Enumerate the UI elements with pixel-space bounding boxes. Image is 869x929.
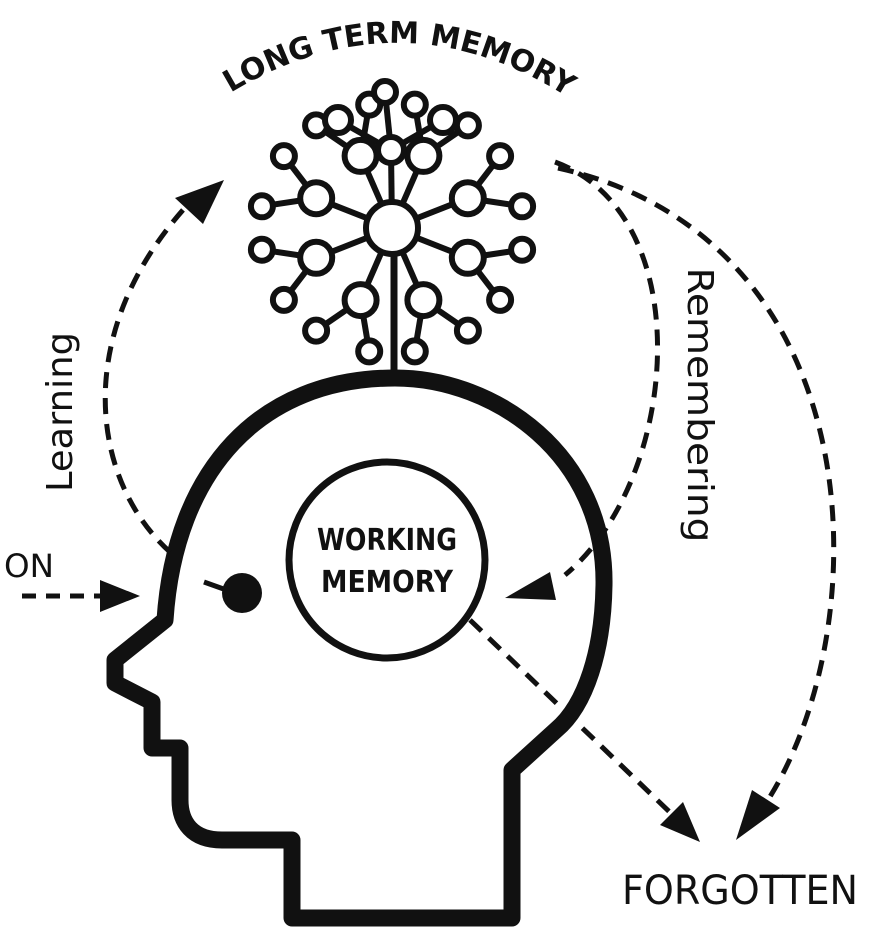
tree-branch-node	[452, 242, 484, 274]
learning-arrowhead	[175, 180, 224, 224]
remembering-label: Remembering	[679, 268, 720, 543]
tree-branch-node	[407, 140, 439, 172]
tree-leaf-node	[489, 145, 511, 167]
tree-leaf-node	[457, 114, 479, 136]
eye	[222, 573, 262, 613]
tree-branch-node	[345, 140, 377, 172]
tree-leaf-node	[404, 340, 426, 362]
tree-leaf-node	[489, 289, 511, 311]
working-memory-line1: WORKING	[317, 523, 457, 558]
tree-leaf-node	[358, 340, 380, 362]
tree-leaf-node	[273, 289, 295, 311]
tree-leaf-node	[511, 195, 533, 217]
working-memory-line2: MEMORY	[321, 565, 454, 600]
tree-top-node	[378, 137, 404, 163]
input-label-fragment: ON	[4, 547, 54, 585]
tree-root-node	[366, 202, 418, 254]
learning-arrow	[105, 200, 192, 552]
tree-leaf-node	[251, 195, 273, 217]
head-outline	[115, 378, 604, 918]
tree-branch-node	[452, 182, 484, 214]
tree-leaf-node	[273, 145, 295, 167]
tree-top-node	[325, 107, 351, 133]
tree-leaf-node	[374, 81, 396, 103]
forgotten-label: FORGOTTEN	[622, 868, 858, 914]
learning-label: Learning	[40, 332, 81, 492]
tree-leaf-node	[305, 320, 327, 342]
tree-branch-node	[407, 284, 439, 316]
tree-leaf-node	[457, 320, 479, 342]
tree-leaf-node	[511, 239, 533, 261]
long-term-memory-label: LONG TERM MEMORY	[217, 16, 582, 105]
tree-top-node	[430, 107, 456, 133]
working-memory-circle	[289, 462, 485, 658]
tree-branch-node	[300, 242, 332, 274]
remembering-arrow	[555, 162, 658, 575]
remembering-arrowhead	[505, 572, 556, 600]
tree-branch-node	[300, 182, 332, 214]
tree-leaf-node	[404, 94, 426, 116]
tree-leaf-node	[251, 239, 273, 261]
ltm-forgotten-arrowhead	[736, 790, 780, 840]
tree-branch-node	[345, 284, 377, 316]
wm-forgotten-arrow	[470, 620, 680, 822]
input-arrowhead	[100, 580, 140, 612]
